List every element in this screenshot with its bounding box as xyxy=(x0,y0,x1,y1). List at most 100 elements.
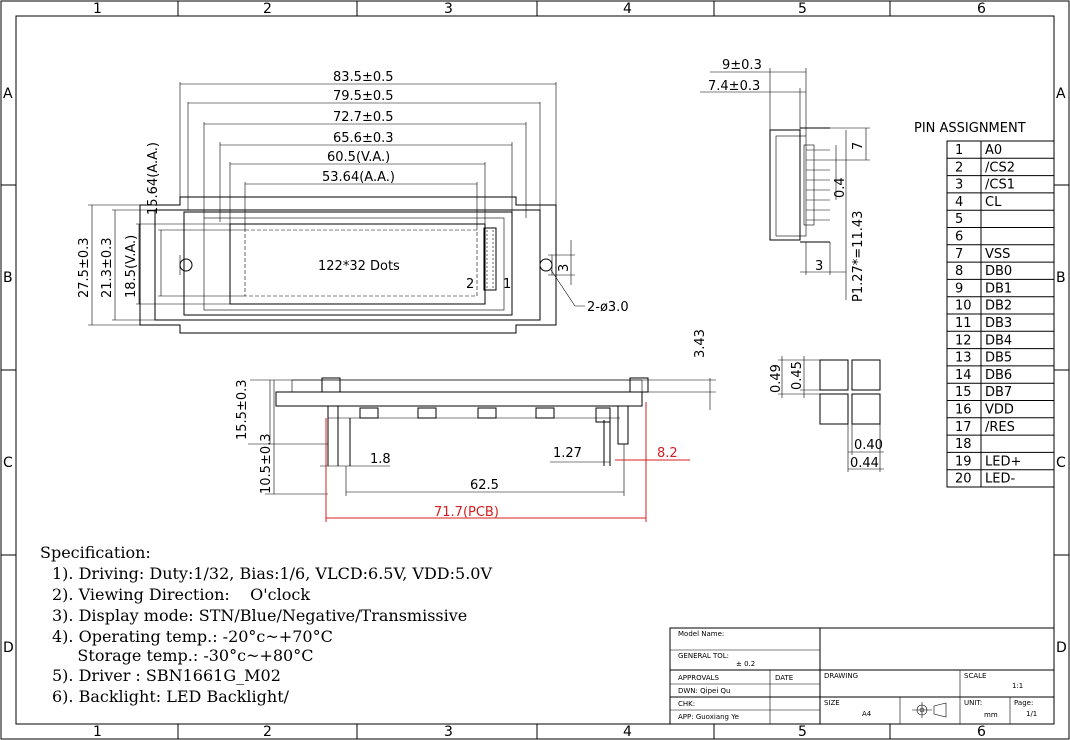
projection-symbol-icon xyxy=(912,702,947,718)
pin-number: 3 xyxy=(955,178,963,193)
pin-assignment-title: PIN ASSIGNMENT xyxy=(914,121,1026,136)
front-dim-15-5: 15.5±0.3 xyxy=(235,379,250,440)
tb-page-val: 1/1 xyxy=(1026,710,1037,718)
dim-79-5: 79.5±0.5 xyxy=(333,89,394,104)
spec-line-1: 1). Driving: Duty:1/32, Bias:1/6, VLCD:6… xyxy=(52,564,492,583)
spec-line-3: 3). Display mode: STN/Blue/Negative/Tran… xyxy=(52,606,467,625)
front-dim-1-8: 1.8 xyxy=(370,452,391,467)
pin-signal: /CS1 xyxy=(985,178,1015,193)
pin-number: 11 xyxy=(955,316,972,331)
spec-line-7: 6). Backlight: LED Backlight/ xyxy=(52,687,290,706)
front-dim-pcb: 71.7(PCB) xyxy=(434,505,499,520)
dot-detail: 0.49 0.45 0.40 0.44 xyxy=(769,356,884,472)
pin-number: 14 xyxy=(955,368,972,383)
row-label-left-d: D xyxy=(3,640,14,656)
pin-row: 20 LED- xyxy=(955,472,1015,487)
tb-gen-tol: GENERAL TOL: xyxy=(678,652,729,660)
tb-app: APP: Guoxiang Ye xyxy=(678,713,739,721)
front-dim-1-27: 1.27 xyxy=(553,446,582,461)
pin-header xyxy=(483,227,497,291)
front-dim-62-5: 62.5 xyxy=(470,478,499,493)
tb-date: DATE xyxy=(775,674,793,682)
viewing-area xyxy=(229,223,486,305)
pin-row: 5 xyxy=(955,212,963,227)
pin-row: 2/CS2 xyxy=(955,160,1015,175)
pin-number: 6 xyxy=(955,230,963,245)
col-label-bottom-6: 6 xyxy=(977,724,986,740)
col-label-top-4: 4 xyxy=(623,1,632,17)
pin-signal: DB7 xyxy=(985,385,1012,400)
mount-hole-right xyxy=(539,258,553,272)
pin-number: 20 xyxy=(955,472,972,487)
pin-signal: LED- xyxy=(985,472,1015,487)
row-label-right-b: B xyxy=(1056,270,1066,286)
col-label-top-2: 2 xyxy=(263,1,272,17)
front-top-plate xyxy=(275,391,643,407)
pin-signal: DB0 xyxy=(985,264,1012,279)
pin-row: 8 DB0 xyxy=(955,264,1012,279)
side-dim-7-4: 7.4±0.3 xyxy=(708,79,760,94)
frame-row-labels: A B C D A B C D xyxy=(3,86,1067,656)
pin-signal: /RES xyxy=(985,420,1015,435)
pin-number: 16 xyxy=(955,403,972,418)
side-pitch: P1.27*=11.43 xyxy=(851,211,866,302)
col-label-top-1: 1 xyxy=(93,1,102,17)
pin-number: 8 xyxy=(955,264,963,279)
specification: Specification: 1). Driving: Duty:1/32, B… xyxy=(40,543,492,706)
pin-1-label: 1 xyxy=(503,277,511,292)
mount-hole-left xyxy=(179,258,193,272)
dim-53-64-aa: 53.64(A.A.) xyxy=(322,170,395,185)
front-view: 3.43 15.5±0.3 10.5±0.3 1.8 1.27 62.5 71.… xyxy=(235,329,716,522)
horizontal-dimensions: 83.5±0.5 79.5±0.5 72.7±0.5 65.6±0.3 60.5… xyxy=(179,70,557,230)
tb-scale-val: 1:1 xyxy=(1012,682,1023,690)
row-label-right-a: A xyxy=(1056,86,1066,102)
detail-dim-0-40: 0.40 xyxy=(854,438,883,453)
front-tabs xyxy=(328,407,620,423)
col-label-bottom-4: 4 xyxy=(623,724,632,740)
tb-unit-val: mm xyxy=(984,711,998,719)
frame-column-labels: 1 2 3 4 5 6 1 2 3 4 5 6 xyxy=(93,1,986,740)
pin-row: 12 DB4 xyxy=(955,333,1012,348)
col-label-bottom-1: 1 xyxy=(93,724,102,740)
side-dim-7: 7 xyxy=(851,142,866,150)
pin-number: 13 xyxy=(955,351,972,366)
frame-outline xyxy=(203,217,505,311)
front-dim-10-5: 10.5±0.3 xyxy=(259,433,274,494)
pin-row: 17/RES xyxy=(955,420,1015,435)
pin-number: 12 xyxy=(955,333,972,348)
tb-drawing: DRAWING xyxy=(824,672,858,680)
dim-83-5: 83.5±0.5 xyxy=(333,70,394,85)
top-view: 122*32 Dots 2 1 83.5±0.5 79.5±0.5 72.7±0… xyxy=(77,70,629,334)
row-label-right-d: D xyxy=(1056,640,1067,656)
dim-15-64-aa: 15.64(A.A.) xyxy=(146,142,161,215)
side-dim-3: 3 xyxy=(815,259,823,274)
side-dim-9: 9±0.3 xyxy=(722,58,762,73)
spec-title: Specification: xyxy=(40,543,151,562)
tb-unit: UNIT: xyxy=(964,699,982,707)
pin-signal: DB4 xyxy=(985,333,1012,348)
col-label-top-5: 5 xyxy=(798,1,807,17)
module-outline xyxy=(139,196,557,334)
dim-60-5-va: 60.5(V.A.) xyxy=(327,150,390,165)
tb-approvals: APPROVALS xyxy=(678,674,720,682)
pcb-dimensions: 71.7(PCB) 8.2 xyxy=(325,402,690,522)
spec-line-5: Storage temp.: -30°c~+80°C xyxy=(52,646,313,665)
side-view: 9±0.3 7.4±0.3 7 0.4 P1.27*=11.43 3 xyxy=(700,58,870,302)
hole-dim-3: 3 xyxy=(557,264,572,272)
dots-label: 122*32 Dots xyxy=(318,259,400,274)
pin-signal: DB3 xyxy=(985,316,1012,331)
side-pins xyxy=(803,144,830,226)
pin-signal: /CS2 xyxy=(985,160,1015,175)
spec-line-4: 4). Operating temp.: -20°c~+70°C xyxy=(52,627,333,646)
tb-tol-val: ± 0.2 xyxy=(736,660,755,668)
col-label-bottom-5: 5 xyxy=(798,724,807,740)
